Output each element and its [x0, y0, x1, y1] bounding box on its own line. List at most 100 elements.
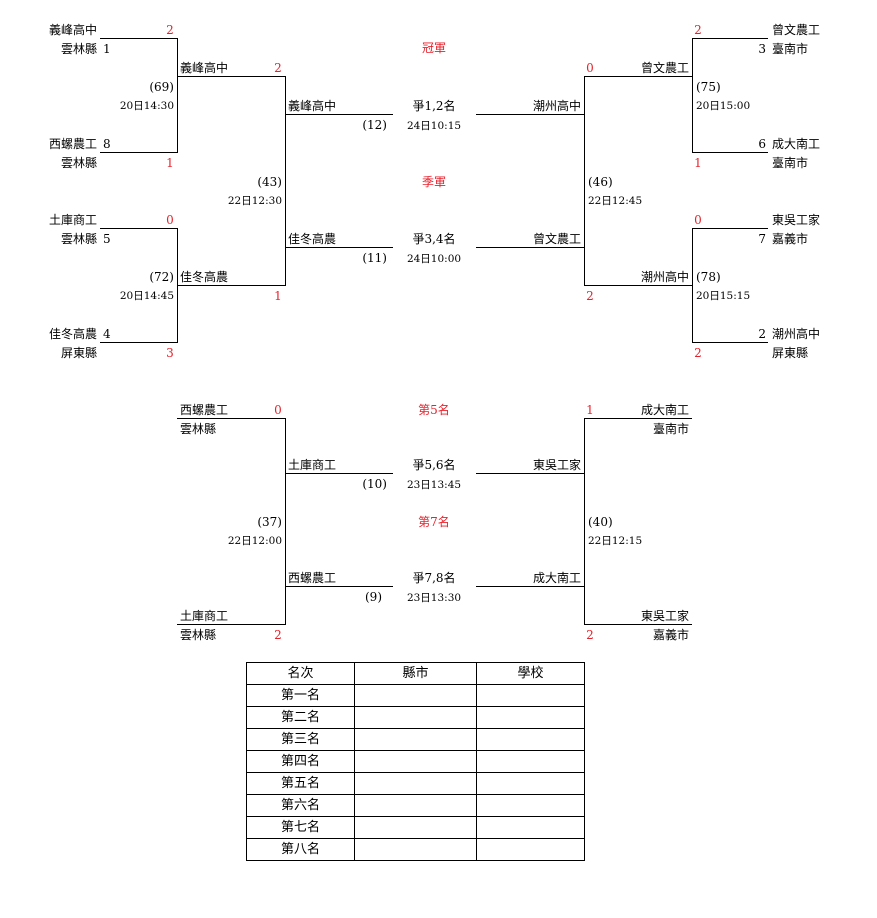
- winner-name: 曾文農工: [641, 60, 689, 75]
- county-cell: [354, 838, 477, 861]
- team-seed: 6: [758, 137, 766, 151]
- team-score: 2: [694, 346, 702, 360]
- right-bottom-lines: [476, 418, 692, 625]
- team-score: 2: [274, 628, 282, 642]
- team-seed: 7: [758, 232, 766, 246]
- team-county: 嘉義市: [772, 231, 808, 246]
- final-56-time: 23日13:45: [407, 479, 461, 491]
- team-name: 成大南工: [772, 136, 820, 151]
- team-score: 2: [166, 23, 174, 37]
- rank-label: 第三名: [246, 728, 355, 751]
- team-county: 臺南市: [653, 421, 689, 436]
- match-time: 22日12:45: [588, 195, 642, 207]
- final-12-label: 爭1,2名: [412, 98, 455, 113]
- ranking-header-row: 名次 縣市 學校: [246, 662, 585, 685]
- team-seed: 1: [103, 42, 111, 56]
- team-county: 雲林縣: [61, 42, 97, 56]
- team-county: 屏東縣: [772, 346, 808, 360]
- final-34-label: 爭3,4名: [412, 231, 455, 246]
- school-cell: [476, 728, 585, 751]
- loser-name: 曾文農工: [533, 231, 581, 246]
- match-number: (69): [149, 80, 174, 94]
- team-county: 臺南市: [772, 41, 808, 56]
- table-row: 第三名: [246, 728, 585, 751]
- final-34-time: 24日10:00: [407, 253, 461, 265]
- team-seed: 4: [103, 327, 111, 341]
- team-score: 0: [694, 213, 702, 227]
- winner-score: 1: [274, 289, 282, 303]
- match-number: (37): [257, 515, 282, 529]
- left-top-lines: [100, 38, 393, 343]
- rank-label: 第二名: [246, 706, 355, 729]
- match-number: (72): [149, 270, 174, 284]
- match-number: (46): [588, 175, 613, 189]
- school-cell: [476, 816, 585, 839]
- school-cell: [476, 750, 585, 773]
- county-cell: [354, 684, 477, 707]
- right-bottom-bracket: 1 成大南工 臺南市 東吳工家 2 嘉義市 (40) 22日12:15 東吳工家…: [533, 402, 689, 642]
- team-score: 1: [694, 156, 702, 170]
- match-number: (78): [696, 270, 721, 284]
- rank-label: 第七名: [246, 816, 355, 839]
- rank-label: 第八名: [246, 838, 355, 861]
- team-name: 西螺農工: [180, 403, 228, 417]
- county-cell: [354, 750, 477, 773]
- loser-name: 成大南工: [533, 570, 581, 585]
- team-name: 土庫商工: [180, 608, 228, 623]
- winner-name: 東吳工家: [533, 457, 581, 472]
- team-county: 雲林縣: [61, 156, 97, 170]
- team-seed: 2: [758, 327, 766, 341]
- fifth-place-label: 第5名: [418, 402, 450, 417]
- match-time: 22日12:15: [588, 535, 642, 547]
- left-bottom-bracket: 西螺農工 0 雲林縣 土庫商工 雲林縣 2 (37) 22日12:00 土庫商工…: [180, 403, 387, 642]
- team-name: 土庫商工: [49, 212, 97, 227]
- winner-name: 土庫商工: [288, 457, 336, 472]
- final-12-time: 24日10:15: [407, 120, 461, 132]
- county-cell: [354, 816, 477, 839]
- team-name: 東吳工家: [641, 608, 689, 623]
- table-row: 第二名: [246, 706, 585, 729]
- table-row: 第七名: [246, 816, 585, 839]
- team-name: 東吳工家: [772, 212, 820, 227]
- team-score: 0: [274, 403, 282, 417]
- team-seed: 3: [758, 42, 766, 56]
- winner-name: 義峰高中: [180, 60, 228, 75]
- table-row: 第六名: [246, 794, 585, 817]
- match-time: 20日15:00: [696, 100, 750, 112]
- school-column-header: 學校: [476, 662, 585, 685]
- table-row: 第八名: [246, 838, 585, 861]
- team-score: 1: [166, 156, 174, 170]
- county-column-header: 縣市: [354, 662, 477, 685]
- match-time: 20日14:30: [120, 100, 174, 112]
- team-score: 0: [166, 213, 174, 227]
- team-score: 3: [166, 346, 174, 360]
- team-name: 西螺農工: [49, 137, 97, 151]
- loser-name: 佳冬高農: [288, 231, 336, 246]
- winner-score: 0: [586, 61, 594, 75]
- team-county: 雲林縣: [180, 628, 216, 642]
- team-score: 2: [694, 23, 702, 37]
- school-cell: [476, 794, 585, 817]
- match-number: (75): [696, 80, 721, 94]
- team-seed: 8: [103, 137, 111, 151]
- rank-label: 第四名: [246, 750, 355, 773]
- left-top-bracket: 義峰高中 2 雲林縣 1 西螺農工 8 雲林縣 1 土庫商工 0 雲林縣 5 佳…: [49, 22, 387, 360]
- winner-name: 潮州高中: [641, 269, 689, 284]
- match-time: 22日12:30: [228, 195, 282, 207]
- school-cell: [476, 772, 585, 795]
- team-score: 2: [586, 628, 594, 642]
- county-cell: [354, 728, 477, 751]
- table-row: 第四名: [246, 750, 585, 773]
- match-time: 20日15:15: [696, 290, 750, 302]
- winner-name: 潮州高中: [533, 98, 581, 113]
- rank-column-header: 名次: [246, 662, 355, 685]
- team-name: 成大南工: [641, 402, 689, 417]
- team-name: 曾文農工: [772, 22, 820, 37]
- team-score: 1: [586, 403, 594, 417]
- team-county: 雲林縣: [180, 422, 216, 436]
- team-county: 臺南市: [772, 155, 808, 170]
- team-seed: 5: [103, 232, 111, 246]
- winner-name: 佳冬高農: [180, 269, 228, 284]
- match-number: (10): [362, 477, 387, 491]
- winner-score: 2: [274, 61, 282, 75]
